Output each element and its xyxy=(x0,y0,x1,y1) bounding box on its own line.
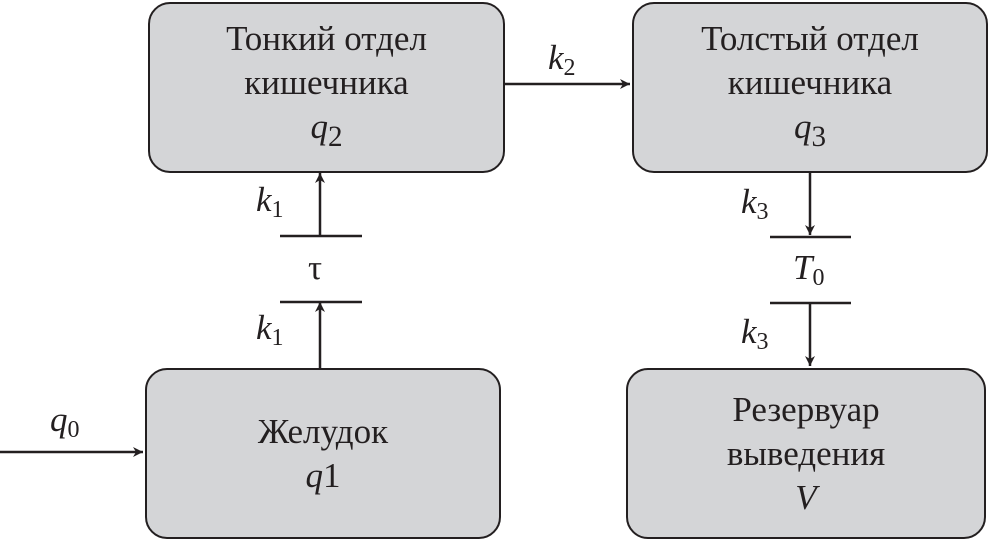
label-q0: q0 xyxy=(50,400,80,443)
label-k1-lower: k1 xyxy=(256,308,284,351)
reservoir-title-1: Резервуар xyxy=(732,389,880,429)
reservoir-var: V xyxy=(795,477,817,517)
stomach-title: Желудок xyxy=(257,411,389,451)
label-tau: τ xyxy=(308,248,323,287)
small-intestine-var: q2 xyxy=(310,106,343,153)
large-intestine-var: q3 xyxy=(793,106,827,153)
reservoir-box: Резервуар выведения V xyxy=(626,368,986,539)
stomach-var: q1 xyxy=(305,455,341,495)
large-intestine-title-1: Толстый отдел xyxy=(701,18,919,58)
large-intestine-title-2: кишечника xyxy=(727,62,893,102)
small-intestine-title-1: Тонкий отдел xyxy=(226,18,427,58)
large-intestine-box: Толстый отдел кишечника q3 xyxy=(632,2,988,173)
label-k2: k2 xyxy=(548,38,576,81)
stomach-box: Желудок q1 xyxy=(145,368,501,539)
small-intestine-box: Тонкий отдел кишечника q2 xyxy=(148,2,505,173)
label-k3-upper: k3 xyxy=(741,182,769,225)
label-k3-lower: k3 xyxy=(741,312,769,355)
label-T0: T0 xyxy=(793,248,825,291)
reservoir-title-2: выведения xyxy=(726,433,886,473)
label-k1-upper: k1 xyxy=(256,180,284,223)
small-intestine-title-2: кишечника xyxy=(244,62,409,102)
